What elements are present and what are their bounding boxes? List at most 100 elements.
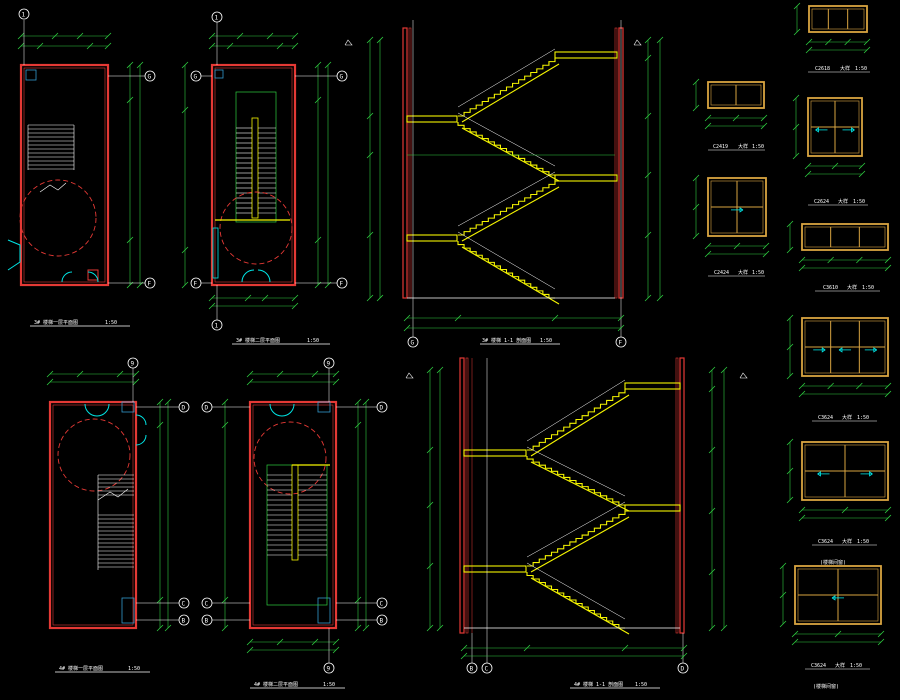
elevation-mark: [344, 39, 353, 46]
dim-tick: [246, 646, 254, 654]
section1-floor-slab-2: [554, 174, 618, 182]
dim-tick: [366, 151, 374, 159]
dim-tick: [720, 366, 728, 374]
svg-text:大样: 大样: [835, 662, 845, 669]
svg-text:大样: 大样: [840, 65, 850, 72]
plan3-column-2: [121, 597, 135, 624]
dim-tick: [366, 231, 374, 239]
plan2-bottom-dim-2: [208, 302, 299, 310]
section2-left-dim: [426, 366, 434, 632]
plan4-inner-wall: [252, 404, 334, 626]
dim-tick: [266, 32, 274, 40]
dim-tick: [314, 61, 322, 69]
dim-tick: [708, 385, 716, 393]
plan4-title: 4# 楼梯二层平面图: [254, 681, 298, 688]
section1-flight-2: [457, 112, 560, 182]
dim-tick: [858, 162, 866, 170]
plan3-fire-circle: [57, 418, 131, 492]
stair-slab: [530, 577, 630, 635]
window-elevation-c2624: [792, 94, 866, 178]
dim-tick: [617, 324, 625, 332]
plan2-column: [214, 69, 224, 79]
dim-tick: [136, 61, 144, 69]
dim-tick: [376, 294, 384, 302]
dim-tick: [132, 370, 140, 378]
dim-tick: [86, 42, 94, 50]
svg-text:D: D: [182, 405, 186, 412]
plan4-outer-wall: [248, 400, 338, 630]
dim-tick: [208, 302, 216, 310]
dim-tick: [426, 624, 434, 632]
svg-text:(楼梯间窗): (楼梯间窗): [820, 559, 846, 566]
axis-bubble-G-plan1: G: [144, 70, 156, 82]
window-elevation-c2424: [692, 174, 770, 258]
plan2-outer-wall: [210, 63, 297, 287]
axis-bubble-F-section1: F: [615, 336, 627, 348]
elevation-mark: [633, 39, 642, 46]
stair-handrail: [526, 501, 626, 558]
stair-handrail: [526, 379, 626, 442]
axis-bubble-1-top-plan1: 1: [18, 8, 30, 20]
dim-tick: [786, 314, 794, 322]
svg-text:C2624: C2624: [814, 199, 829, 205]
plan2-fire-circle: [219, 191, 293, 265]
plan4-bottom-dim-2: [246, 646, 340, 654]
window-arrow-head: [851, 127, 855, 133]
window-width-dim-2: [798, 390, 892, 398]
dim-tick: [291, 42, 299, 50]
stair-handrail: [526, 446, 626, 497]
section1-bottom-dim: [403, 314, 625, 322]
plan2-left-dim: [181, 61, 189, 289]
stair-handrail: [457, 48, 556, 108]
axis-bubble-B-plan3: B: [178, 614, 190, 626]
dim-tick: [362, 398, 370, 406]
plan4-fire-circle: [253, 421, 327, 495]
section2-bottom-dim: [460, 644, 688, 652]
svg-text:大样: 大样: [842, 414, 852, 421]
dim-tick: [786, 246, 794, 254]
dim-tick: [426, 366, 434, 374]
dim-tick: [314, 236, 322, 244]
section2-flight-4: [526, 562, 630, 635]
svg-text:1:50: 1:50: [853, 199, 865, 205]
plan1-title: 3# 楼梯一层平面图: [34, 319, 78, 326]
dim-tick: [621, 644, 629, 652]
section1-flight-1: [457, 48, 560, 123]
svg-text:1:50: 1:50: [857, 539, 869, 545]
section2-left-dim-2: [436, 366, 444, 632]
plan1-scale: 1:50: [105, 320, 117, 326]
svg-text:C: C: [205, 601, 209, 608]
svg-text:1:50: 1:50: [862, 285, 874, 291]
dim-tick: [644, 54, 652, 62]
dim-tick: [798, 514, 806, 522]
dim-tick: [798, 506, 806, 514]
elevation-mark: [405, 372, 414, 379]
dim-tick: [116, 370, 124, 378]
dim-tick: [827, 382, 834, 390]
dim-tick: [46, 370, 54, 378]
dim-tick: [460, 652, 468, 660]
axis-bubble-C-section2: C: [481, 662, 493, 674]
axis-bubble-B-section2: B: [466, 662, 478, 674]
plan-4-stair-ground-floor: [46, 368, 179, 632]
section2-left-wall-inner: [465, 357, 469, 634]
plan1-right-dim: [126, 61, 134, 289]
dim-tick: [804, 170, 812, 178]
plan4-right-dim: [354, 398, 362, 632]
section2-floor-slab-2: [624, 504, 681, 512]
plan2-top-dim-2: [208, 42, 299, 50]
dim-tick: [786, 467, 794, 475]
svg-text:D: D: [380, 405, 384, 412]
svg-text:C3624: C3624: [818, 415, 833, 421]
svg-text:9: 9: [327, 361, 331, 368]
dim-tick: [46, 378, 54, 386]
dim-tick: [332, 638, 340, 646]
dim-tick: [221, 624, 229, 632]
dim-tick: [36, 42, 44, 50]
dim-tick: [841, 506, 849, 514]
svg-text:1:50: 1:50: [857, 415, 869, 421]
dim-tick: [786, 496, 794, 504]
plan1-top-dim-2: [17, 42, 112, 50]
